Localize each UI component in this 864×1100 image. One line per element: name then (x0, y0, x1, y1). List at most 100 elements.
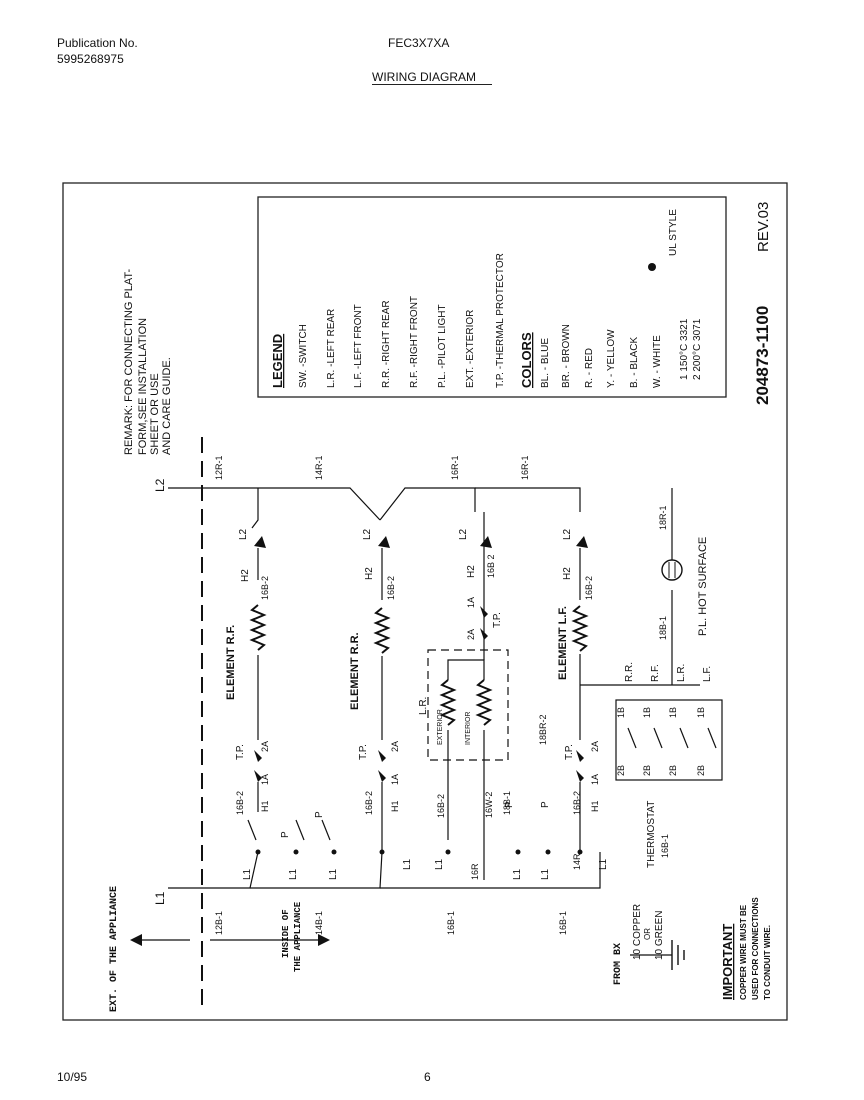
revision: REV.03 (755, 202, 772, 252)
remark-line-2: FORM,SEE INSTALLATION (137, 318, 149, 455)
svg-text:2A: 2A (260, 741, 270, 752)
svg-text:FROM BX: FROM BX (613, 943, 624, 985)
wire-16r1-label: 16R-1 (450, 455, 460, 480)
svg-text:10 COPPER: 10 COPPER (632, 904, 643, 960)
svg-text:1B: 1B (696, 707, 706, 718)
svg-text:L.F.: L.F. (702, 666, 713, 682)
document-title: WIRING DIAGRAM (372, 70, 476, 84)
element-rr-group: L2 H2 16B-2 ELEMENT R.R. T.P. 2A 1A 16B-… (349, 528, 413, 870)
legend-box (257, 196, 727, 398)
legend-item-3: L.F. -LEFT FRONT (353, 304, 364, 388)
wire-16b1 (380, 852, 601, 889)
svg-text:16B-2: 16B-2 (235, 791, 245, 815)
white-dot-marker (648, 263, 656, 271)
svg-text:16B-2: 16B-2 (386, 576, 396, 600)
svg-text:18R-1: 18R-1 (658, 505, 668, 530)
footer-date: 10/95 (57, 1070, 88, 1084)
svg-text:H2: H2 (240, 569, 251, 582)
svg-text:14B-1: 14B-1 (314, 911, 324, 935)
legend-item-2: L.R. -LEFT REAR (326, 309, 337, 388)
element-rf-group: L2 H2 16B-2 ELEMENT R.F. T.P. 2A 1A 16B-… (225, 528, 339, 880)
svg-text:1A: 1A (466, 597, 476, 608)
svg-text:2B: 2B (668, 765, 678, 776)
color-item-5: B. - BLACK (629, 337, 640, 388)
svg-text:L1: L1 (434, 858, 445, 870)
wire-14r1 (251, 488, 259, 529)
wire-12r1-label: 12R-1 (214, 455, 224, 480)
svg-text:T.P.: T.P. (235, 744, 246, 760)
svg-text:L2: L2 (562, 528, 573, 540)
legend-item-7: EXT. -EXTERIOR (465, 310, 476, 388)
svg-text:1B: 1B (616, 707, 626, 718)
publication-number: 5995268975 (57, 52, 124, 66)
wire-16r1b-label: 16R-1 (520, 455, 530, 480)
legend-item-8: T.P. -THERMAL PROTECTOR (495, 253, 506, 388)
svg-text:H2: H2 (466, 565, 477, 578)
model-number: FEC3X7XA (388, 36, 450, 50)
svg-text:L1: L1 (598, 858, 609, 870)
color-item-6: W. - WHITE (652, 335, 663, 388)
svg-text:16B-2: 16B-2 (436, 794, 446, 818)
svg-text:2A: 2A (590, 741, 600, 752)
inside-arrow-head (318, 934, 330, 946)
svg-text:12B-1: 12B-1 (214, 911, 224, 935)
svg-text:USED FOR CONNECTIONS: USED FOR CONNECTIONS (751, 897, 760, 1000)
svg-text:L1: L1 (512, 868, 523, 880)
svg-text:10 GREEN: 10 GREEN (654, 911, 665, 960)
legend-item-5: R.F. -RIGHT FRONT (409, 296, 420, 388)
svg-text:18B-1: 18B-1 (658, 616, 668, 640)
svg-text:ELEMENT L.F.: ELEMENT L.F. (557, 606, 569, 680)
svg-text:L1: L1 (242, 868, 253, 880)
svg-text:T.P.: T.P. (358, 744, 369, 760)
svg-text:1A: 1A (260, 774, 270, 785)
colors-title: COLORS (519, 332, 534, 388)
svg-text:P: P (504, 801, 515, 808)
wire-16r1 (379, 487, 476, 521)
remark-line-1: REMARK: FOR CONNECTING PLAT- (123, 268, 135, 455)
svg-text:2A: 2A (390, 741, 400, 752)
legend-item-4: R.R. -RIGHT REAR (381, 300, 392, 388)
element-lr-interior-coil (475, 679, 493, 726)
svg-text:INTERIOR: INTERIOR (465, 712, 472, 745)
thermostat-label: THERMOSTAT (646, 801, 657, 868)
svg-text:ELEMENT R.F.: ELEMENT R.F. (225, 625, 237, 700)
svg-text:1A: 1A (590, 774, 600, 785)
svg-text:1B: 1B (642, 707, 652, 718)
svg-text:L1: L1 (288, 868, 299, 880)
svg-text:H1: H1 (260, 800, 270, 812)
svg-text:16B-2: 16B-2 (584, 576, 594, 600)
svg-text:2B: 2B (642, 765, 652, 776)
element-lr-exterior-coil (439, 679, 457, 726)
thermostat-switch-block (615, 699, 723, 781)
pl-hot-surface-label: P.L. HOT SURFACE (697, 537, 709, 636)
svg-text:1A: 1A (390, 774, 400, 785)
svg-text:16B-2: 16B-2 (364, 791, 374, 815)
ext-appliance-label: EXT. OF THE APPLIANCE (109, 886, 120, 1012)
color-item-4: Y. - YELLOW (606, 329, 617, 388)
svg-text:16B-2: 16B-2 (572, 791, 582, 815)
label-l1-supply: L1 (153, 891, 167, 905)
svg-text:P: P (280, 831, 291, 838)
label-l2-supply: L2 (153, 478, 167, 492)
svg-text:H1: H1 (390, 800, 400, 812)
inside-appliance-1: INSIDE OF (281, 909, 291, 958)
svg-text:L1: L1 (402, 858, 413, 870)
svg-text:L.R.: L.R. (676, 664, 687, 682)
color-item-3: R. - RED (584, 348, 595, 388)
svg-text:1B: 1B (668, 707, 678, 718)
element-lr-label: L.R. (418, 697, 429, 715)
temp-row-2: 2 200°C 3071 (692, 318, 703, 380)
element-lr-dashed-box (427, 649, 509, 761)
svg-text:T.P.: T.P. (564, 744, 575, 760)
label-l2-rf: L2 (238, 528, 249, 540)
temp-row-1: 1 150°C 3321 (679, 318, 690, 380)
publication-label: Publication No. (57, 36, 138, 50)
svg-text:COPPER WIRE MUST BE: COPPER WIRE MUST BE (739, 904, 748, 1000)
svg-text:16B-1: 16B-1 (446, 911, 456, 935)
svg-text:OR: OR (643, 928, 652, 940)
element-rf-coil (249, 604, 267, 651)
svg-text:H1: H1 (590, 800, 600, 812)
svg-text:14R: 14R (572, 853, 582, 870)
legend-item-6: P.L. -PILOT LIGHT (437, 304, 448, 388)
element-lf-group: L2 H2 16B-2 ELEMENT L.F. T.P. 2A 1A 16B-… (557, 528, 600, 852)
